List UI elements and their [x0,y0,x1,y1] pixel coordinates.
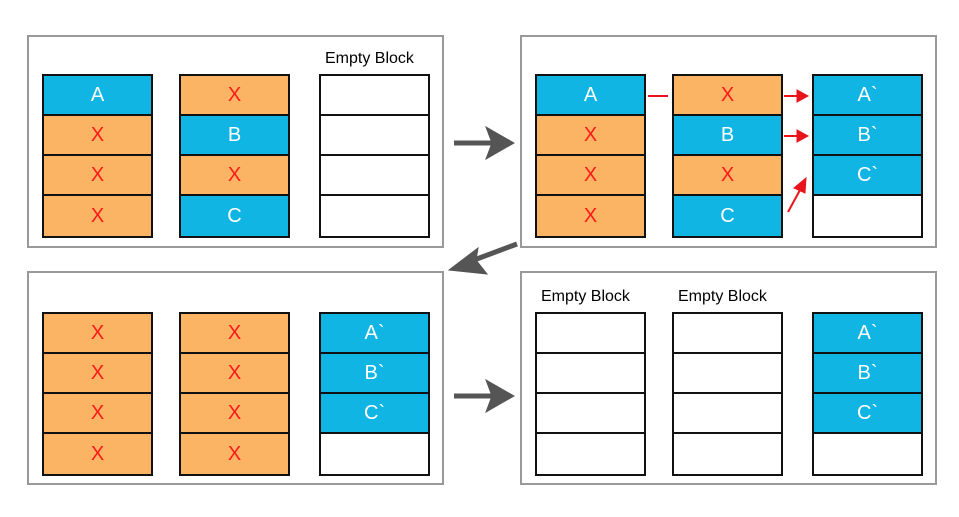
invalid-page: X [44,354,151,394]
live-page: B` [321,354,428,394]
invalid-page: X [44,116,151,156]
storage-block [672,312,783,476]
invalid-page: X [44,196,151,236]
invalid-page: X [44,314,151,354]
invalid-page: X [44,394,151,434]
empty-page [321,196,428,236]
empty-page [674,394,781,434]
live-page: B` [814,354,921,394]
invalid-page: X [181,354,288,394]
invalid-page: X [537,156,644,196]
invalid-page: X [181,434,288,474]
storage-block: A`B`C` [319,312,430,476]
empty-block-label: Empty Block [325,50,414,67]
copy-arrow-x [784,89,810,103]
live-page: C [674,196,781,236]
empty-page [321,156,428,196]
invalid-page: X [537,116,644,156]
empty-page [674,354,781,394]
live-page: A` [814,314,921,354]
invalid-page: X [44,156,151,196]
transition-arrow-3 [454,378,516,414]
invalid-page: X [44,434,151,474]
live-page: C` [814,394,921,434]
empty-page [321,116,428,156]
transition-arrow-2 [447,241,518,275]
live-page: A` [321,314,428,354]
empty-page [814,196,921,236]
copy-arrow-b [784,129,810,143]
invalid-page: X [181,76,288,116]
transition-arrow-1 [454,125,516,161]
invalid-page: X [181,394,288,434]
storage-block [319,74,430,238]
live-page: A [537,76,644,116]
empty-page [674,314,781,354]
invalid-page: X [674,76,781,116]
empty-page [814,434,921,474]
invalid-page: X [674,156,781,196]
storage-block: A`B`C` [812,74,923,238]
empty-page [674,434,781,474]
live-page: B [674,116,781,156]
storage-block: A`B`C` [812,312,923,476]
live-page: B [181,116,288,156]
live-page: C` [321,394,428,434]
empty-page [321,76,428,116]
empty-page [537,314,644,354]
empty-page [321,434,428,474]
live-page: A` [814,76,921,116]
live-page: C` [814,156,921,196]
live-page: A [44,76,151,116]
empty-page [537,434,644,474]
empty-page [537,354,644,394]
invalid-page: X [181,156,288,196]
live-page: C [181,196,288,236]
empty-block-label: Empty Block [678,288,767,305]
invalid-page: X [537,196,644,236]
empty-block-label: Empty Block [541,288,630,305]
copy-arrow-c [787,176,807,213]
storage-block [535,312,646,476]
invalid-page: X [181,314,288,354]
empty-page [537,394,644,434]
live-page: B` [814,116,921,156]
